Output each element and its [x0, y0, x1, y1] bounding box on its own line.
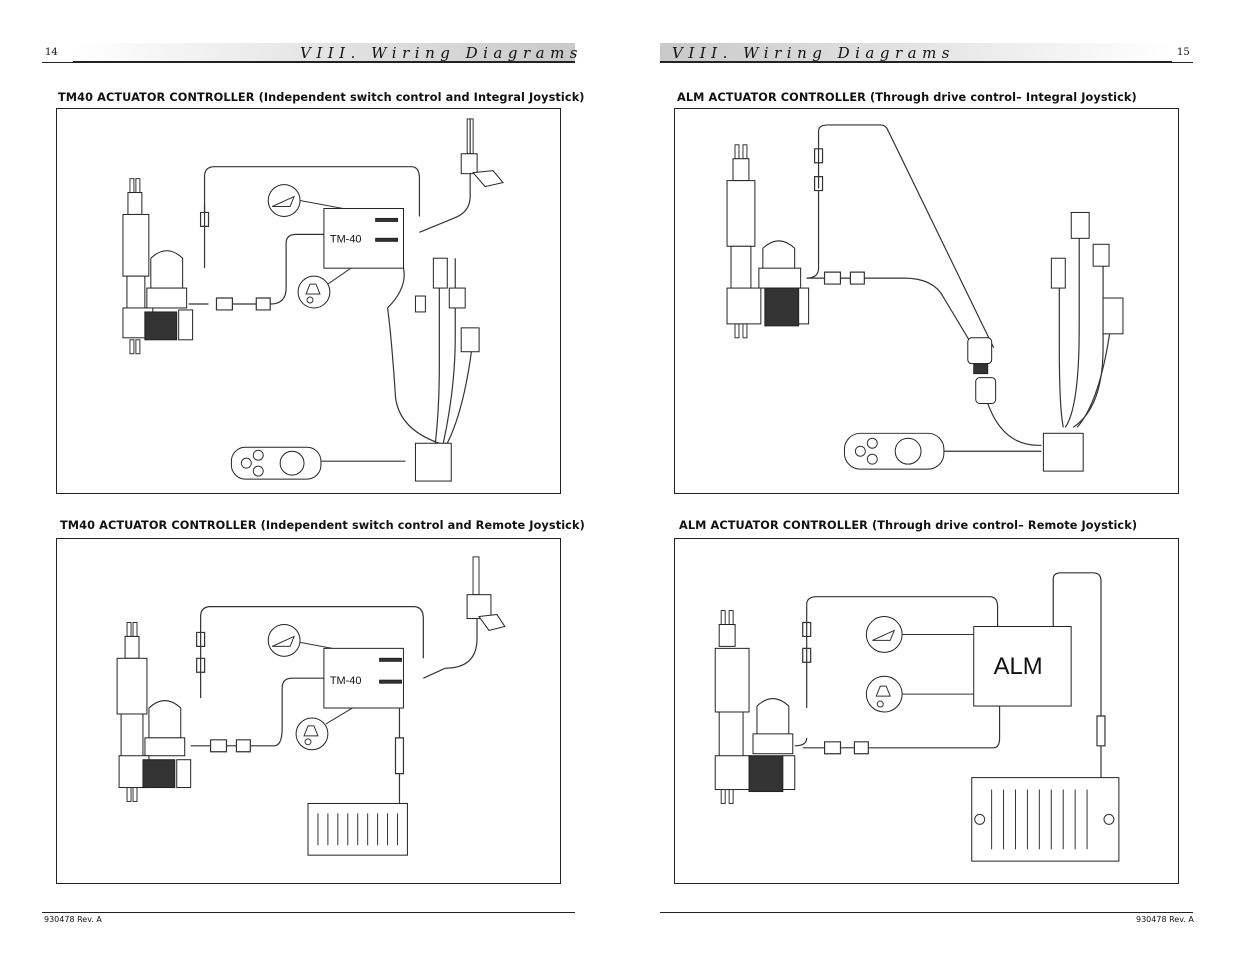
left-header-title: VIII. Wiring Diagrams: [300, 44, 583, 62]
left-header-band: [73, 43, 575, 62]
diagram-tm40-remote: TM-40: [56, 538, 561, 884]
alm-controller-box: [973, 625, 1072, 707]
seat-tilt-icon: [865, 616, 903, 653]
wiring-diagram-alm-integral: [726, 124, 1124, 472]
actuator-motor: [122, 178, 194, 355]
wheelchair-icon: [865, 675, 903, 713]
diagram-title-tm40-integral: TM40 ACTUATOR CONTROLLER (Independent sw…: [58, 91, 585, 104]
right-header-title: VIII. Wiring Diagrams: [672, 44, 955, 62]
left-footer-rule: [42, 912, 575, 913]
left-footer-code: 930478 Rev. A: [44, 915, 102, 924]
diagram-tm40-integral: TM-40: [56, 108, 561, 494]
alm-controller-label: ALM: [994, 653, 1043, 680]
seat-tilt-icon: [267, 624, 301, 657]
integral-joystick: [843, 432, 1084, 472]
left-header-rule: [42, 62, 575, 63]
diagram-alm-remote: ALM: [674, 538, 1179, 884]
wall-switch: [466, 556, 506, 632]
wiring-diagram-alm-remote: ALM: [714, 572, 1120, 862]
integral-joystick: [230, 442, 452, 482]
seat-tilt-icon: [267, 184, 301, 217]
wheelchair-icon: [295, 717, 329, 751]
right-page-number: 15: [1177, 47, 1190, 58]
wheelchair-icon: [297, 275, 331, 309]
remote-joystick-module: [307, 802, 408, 856]
right-footer-code: 930478 Rev. A: [1136, 915, 1194, 924]
harness-connectors: [1050, 211, 1124, 335]
actuator-motor: [116, 622, 192, 802]
wiring-diagram-tm40-remote: TM-40: [116, 556, 506, 856]
wall-switch: [460, 118, 504, 188]
harness-connectors: [414, 257, 480, 353]
tm40-controller-label: TM-40: [330, 233, 362, 245]
right-header-rule: [660, 62, 1193, 63]
left-page-number: 14: [45, 47, 58, 58]
diagram-alm-integral: [674, 108, 1179, 494]
din-connector: [967, 337, 997, 404]
actuator-motor: [714, 610, 796, 804]
diagram-title-alm-integral: ALM ACTUATOR CONTROLLER (Through drive c…: [677, 91, 1137, 104]
diagram-title-tm40-remote: TM40 ACTUATOR CONTROLLER (Independent sw…: [60, 519, 585, 532]
diagram-title-alm-remote: ALM ACTUATOR CONTROLLER (Through drive c…: [679, 519, 1138, 532]
right-header-band: [660, 43, 1172, 62]
wiring-diagram-tm40-integral: TM-40: [122, 118, 504, 482]
actuator-motor: [726, 144, 810, 339]
remote-joystick-module: [971, 777, 1120, 862]
tm40-controller-label: TM-40: [330, 675, 362, 687]
right-footer-rule: [660, 912, 1193, 913]
